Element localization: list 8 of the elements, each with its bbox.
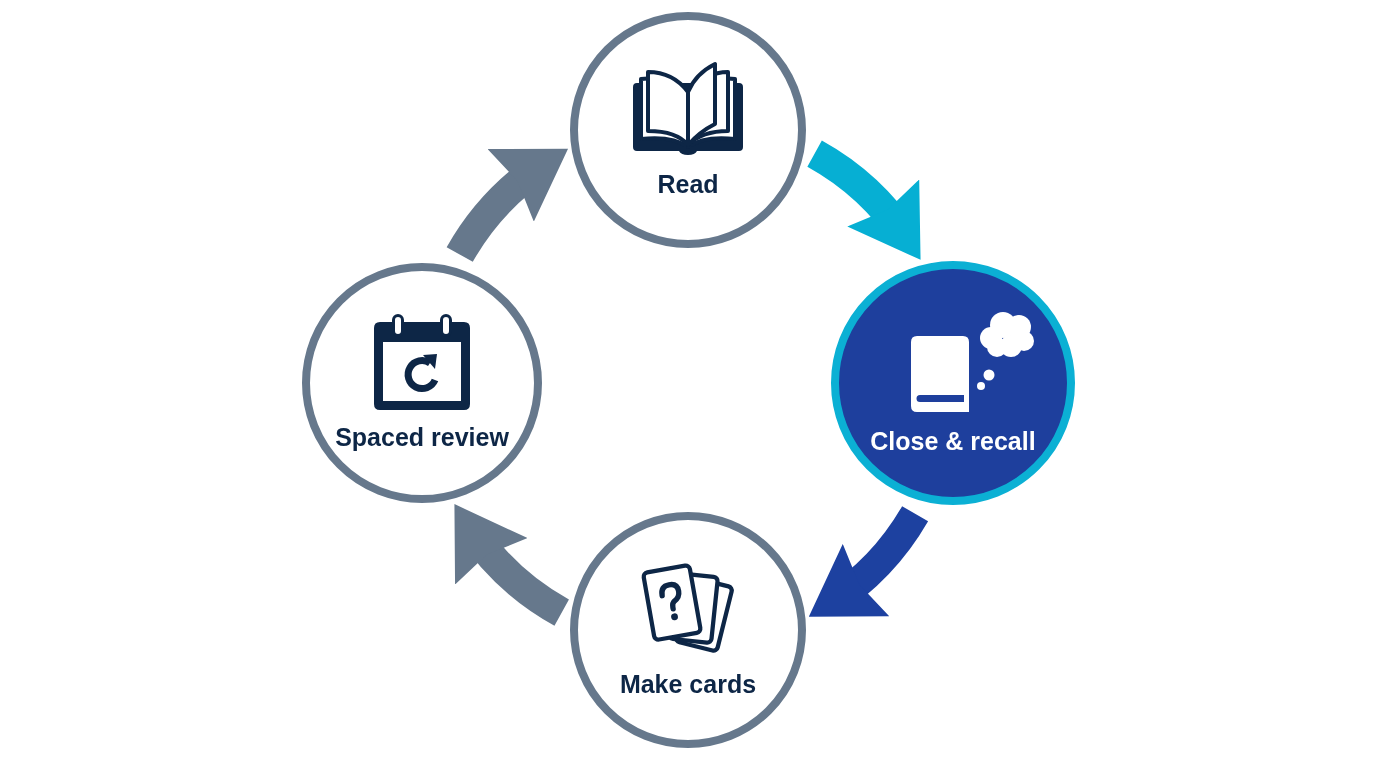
- arrow: [806, 140, 922, 259]
- arrow: [453, 505, 570, 626]
- step-label: Close & recall: [870, 426, 1036, 456]
- step-label: Read: [657, 169, 719, 199]
- arrow: [809, 505, 928, 619]
- step-label: Make cards: [619, 669, 757, 699]
- arrow: [447, 147, 568, 263]
- step-label: Spaced review: [335, 422, 509, 452]
